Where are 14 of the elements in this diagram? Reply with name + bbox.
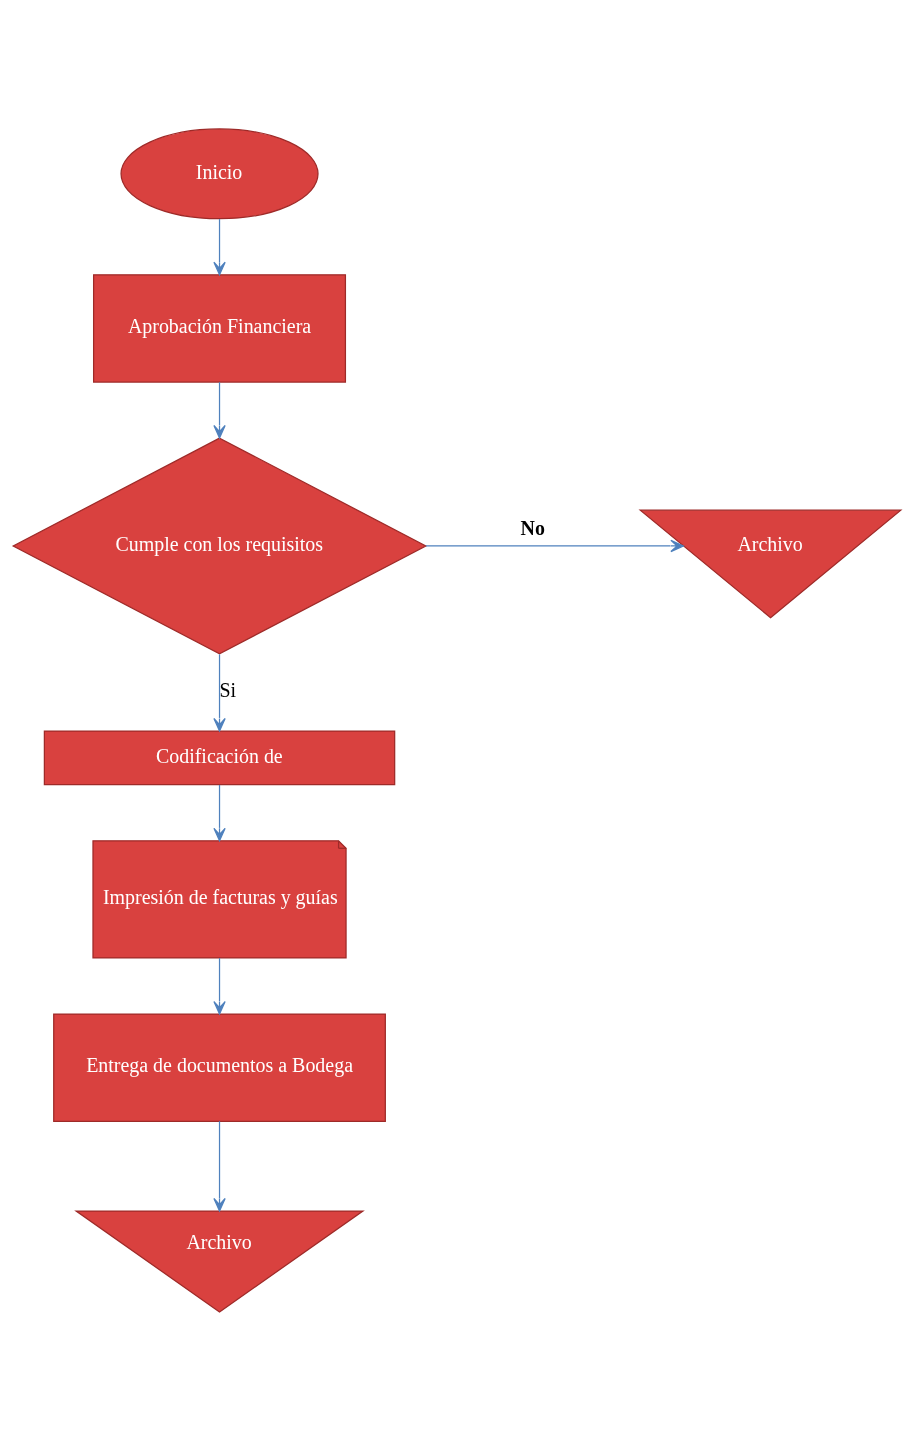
arrow [213, 957, 226, 1015]
node-diamond: Cumple con los requisitos [11, 437, 428, 655]
arrow [213, 1120, 226, 1212]
arrow [213, 381, 226, 439]
node-box: Codificación de [43, 730, 396, 786]
node-box: Entrega de documentos a Bodega [53, 1013, 386, 1122]
arrow [213, 218, 226, 276]
node-box: Aprobación Financiera [93, 274, 347, 383]
edge-label: No [520, 516, 545, 539]
arrow [213, 784, 226, 842]
edge-label: Si [219, 679, 237, 702]
arrow [425, 539, 684, 553]
node-ellipse: Inicio [120, 128, 319, 220]
arrow [213, 653, 226, 732]
